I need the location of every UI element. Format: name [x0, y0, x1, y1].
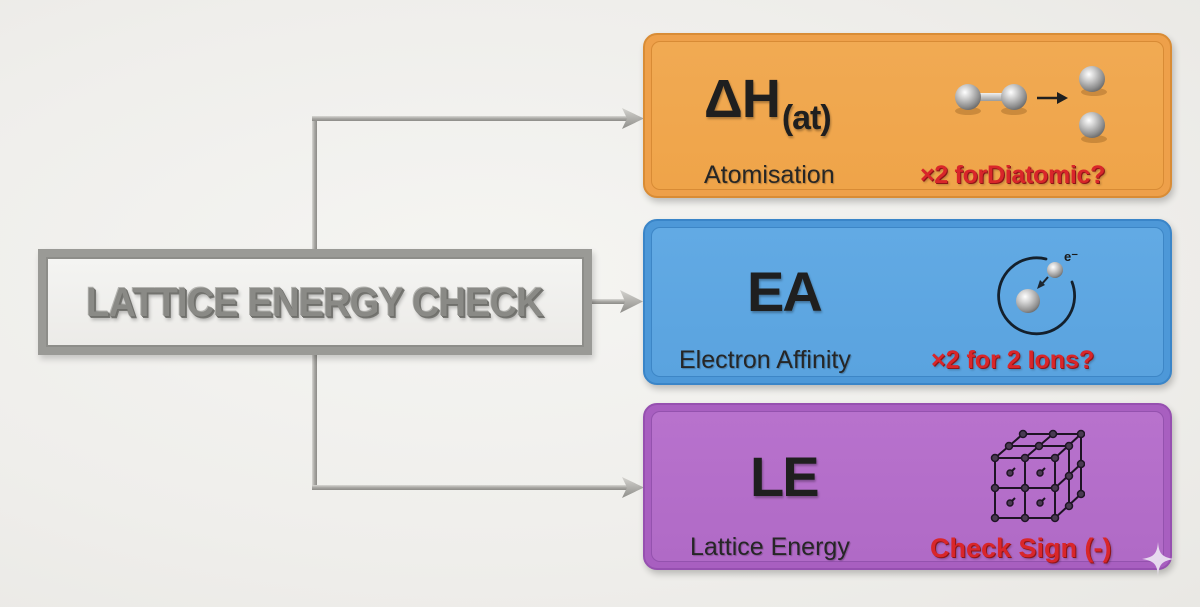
source-box-inner: LATTICE ENERGY CHECK — [46, 257, 584, 347]
card-label: Atomisation — [704, 161, 835, 189]
diatomic-molecule-split-icon — [955, 66, 1107, 143]
card-note: ×2 for 2 Ions? — [931, 346, 1095, 374]
arrow-to-lattice-energy — [312, 355, 644, 498]
card-lattice-energy: LE Lattice Energy Check Sign (-) — [643, 403, 1172, 570]
card-label: Electron Affinity — [679, 346, 851, 374]
crystal-lattice-icon — [990, 429, 1085, 523]
card-note: Check Sign (-) — [930, 533, 1112, 563]
arrow-to-electron-affinity — [592, 290, 643, 313]
sparkle-icon — [1142, 542, 1174, 576]
card-atomisation-inner: ΔH(at) Atomisation ×2 forDiatomic? — [651, 41, 1164, 190]
source-box-lattice-energy-check: LATTICE ENERGY CHECK — [38, 249, 592, 355]
symbol-delta-h-at: ΔH(at) — [704, 69, 832, 135]
card-note: ×2 forDiatomic? — [920, 161, 1106, 189]
svg-text:e⁻: e⁻ — [1064, 249, 1078, 264]
card-label: Lattice Energy — [690, 533, 850, 561]
symbol-subscript: (at) — [781, 99, 832, 137]
symbol-ea: EA — [747, 260, 823, 323]
symbol-le: LE — [750, 445, 820, 508]
card-atomisation: ΔH(at) Atomisation ×2 forDiatomic? — [643, 33, 1172, 198]
card-electron-affinity: EA Electron Affinity ×2 for 2 Ions? — [643, 219, 1172, 385]
arrow-to-atomisation — [312, 108, 644, 249]
card-lattice-energy-inner: LE Lattice Energy Check Sign (-) — [651, 411, 1164, 562]
card-electron-affinity-inner: EA Electron Affinity ×2 for 2 Ions? — [651, 227, 1164, 377]
source-title: LATTICE ENERGY CHECK — [86, 278, 545, 325]
electron-capture-icon: e⁻ — [997, 249, 1078, 336]
symbol-main: ΔH — [704, 69, 781, 129]
